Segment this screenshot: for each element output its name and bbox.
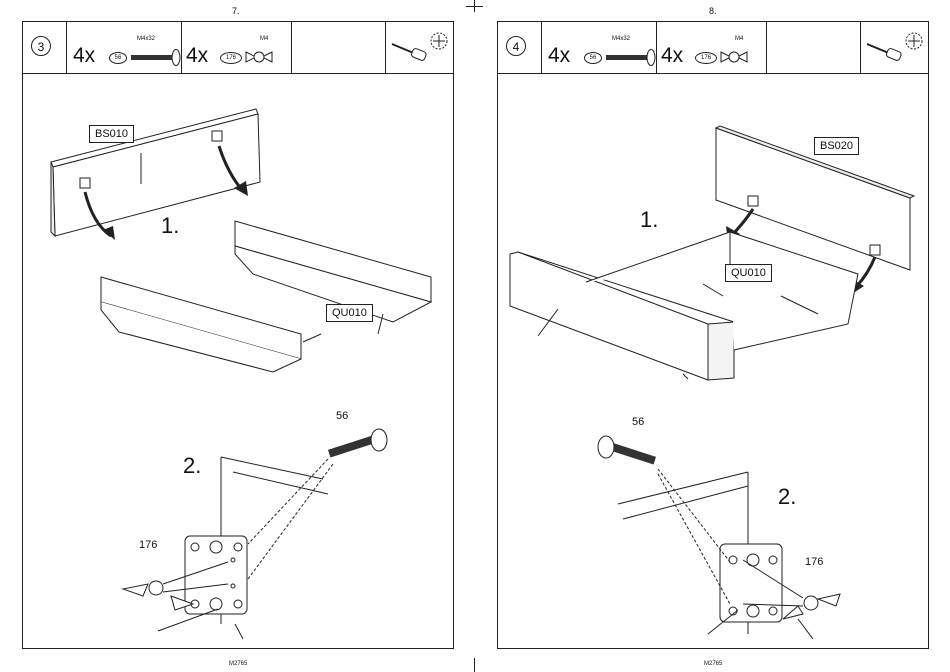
bracket-detail <box>618 472 782 634</box>
screwdriver-icon <box>390 34 430 64</box>
footer-code: M2765 <box>704 661 722 667</box>
part-label-bs010: BS010 <box>89 125 134 143</box>
step-number: 4 <box>506 36 526 56</box>
bolt-detail <box>248 429 387 579</box>
bolt-qty: 4x <box>73 44 95 68</box>
part-label-bs020: BS020 <box>814 137 859 155</box>
bolt-icon <box>604 48 664 68</box>
step-number: 3 <box>31 36 51 56</box>
bolt-detail <box>598 436 730 604</box>
nut-code: 176 <box>695 52 717 64</box>
part-label-qu010: QU010 <box>326 304 373 322</box>
hardware-header: 3 4x 56 M4x32 4x 176 M4 <box>23 22 453 74</box>
assembly-drawing <box>23 74 453 648</box>
crop-mark-top-h <box>466 6 483 7</box>
wing-nut-icon <box>717 44 757 70</box>
step-cell: 3 <box>23 22 67 73</box>
bolt-spec: M4x32 <box>137 36 155 42</box>
nut-spec: M4 <box>735 36 743 42</box>
nut-qty: 4x <box>661 44 683 68</box>
tools-cell <box>385 22 454 73</box>
step-cell: 4 <box>498 22 542 73</box>
instruction-page-right: 4 4x 56 M4x32 4x 176 M4 <box>497 21 929 649</box>
bolt-code: 56 <box>584 52 602 64</box>
crop-mark-bottom <box>474 658 475 672</box>
assembly-drawing <box>498 74 928 648</box>
wing-nut-icon <box>242 44 282 70</box>
bolt-callout: 56 <box>632 416 644 428</box>
substep-2: 2. <box>183 453 201 479</box>
hardware-cell-bolt: 4x 56 M4x32 <box>67 22 182 73</box>
tools-cell <box>860 22 929 73</box>
substep-1: 1. <box>640 207 658 233</box>
substep-2: 2. <box>778 484 796 510</box>
bolt-callout: 56 <box>336 410 348 422</box>
page-number: 7. <box>232 6 240 16</box>
cross-recess-icon <box>903 30 925 52</box>
nut-callout: 176 <box>805 556 823 568</box>
cross-recess-icon <box>428 30 450 52</box>
bolt-code: 56 <box>109 52 127 64</box>
nut-spec: M4 <box>260 36 268 42</box>
nut-callout: 176 <box>139 539 157 551</box>
nut-code: 176 <box>220 52 242 64</box>
hardware-header: 4 4x 56 M4x32 4x 176 M4 <box>498 22 928 74</box>
part-label-qu010: QU010 <box>725 264 772 282</box>
hardware-cell-nut: 4x 176 M4 <box>657 22 767 73</box>
substep-1: 1. <box>161 213 179 239</box>
bolt-qty: 4x <box>548 44 570 68</box>
bed-frame <box>510 232 858 380</box>
page-number: 8. <box>709 6 717 16</box>
footer-code: M2765 <box>229 661 247 667</box>
hardware-cell-nut: 4x 176 M4 <box>182 22 292 73</box>
bolt-icon <box>129 48 189 68</box>
side-rail-left <box>101 277 301 372</box>
arrow-1b <box>856 257 875 287</box>
nut-qty: 4x <box>186 44 208 68</box>
screwdriver-icon <box>865 34 905 64</box>
bolt-spec: M4x32 <box>612 36 630 42</box>
instruction-page-left: 3 4x 56 M4x32 4x 176 M4 <box>22 21 454 649</box>
hardware-cell-bolt: 4x 56 M4x32 <box>542 22 657 73</box>
